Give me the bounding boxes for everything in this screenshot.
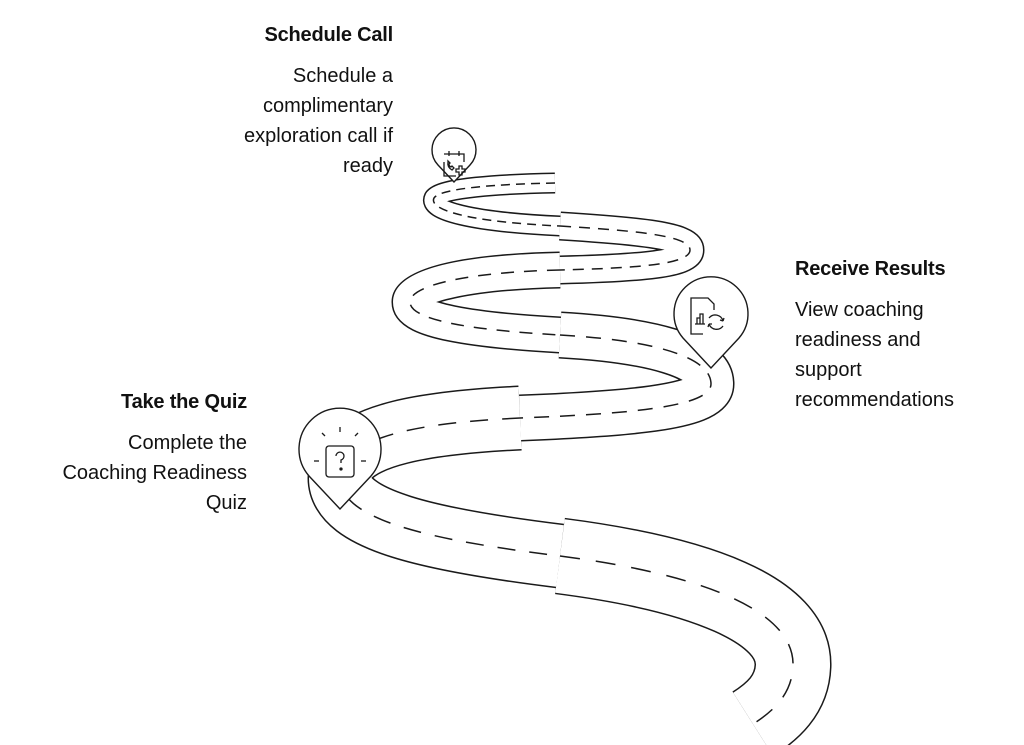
step-title: Schedule Call — [264, 24, 393, 46]
description-line: exploration call if — [244, 125, 393, 147]
pin-take-quiz[interactable] — [298, 407, 382, 511]
pin-schedule-call[interactable] — [431, 127, 477, 184]
step-description: View coaching readiness and support reco… — [795, 295, 1020, 415]
step-description: Schedule a complimentary exploration cal… — [153, 61, 393, 181]
description-line: Schedule a — [292, 65, 393, 87]
description-line: View coaching — [795, 299, 924, 321]
question-box-icon — [314, 427, 366, 478]
step-receive-results: Receive Results View coaching readiness … — [795, 258, 1020, 415]
description-line: readiness and — [795, 329, 921, 351]
step-schedule-call: Schedule Call Schedule a complimentary e… — [153, 24, 393, 181]
document-chart-refresh-icon — [690, 297, 725, 335]
road-surface — [393, 253, 561, 352]
road-surface — [424, 174, 561, 235]
description-line: support — [795, 359, 862, 381]
step-title: Take the Quiz — [121, 391, 247, 413]
calendar-phone-plus-icon — [443, 151, 466, 177]
pin-marker-outline — [673, 276, 749, 370]
description-line: Coaching Readiness — [62, 462, 247, 484]
description-line: Complete the — [128, 432, 247, 454]
road-surface — [559, 213, 703, 283]
description-line: ready — [342, 155, 393, 177]
road-surface — [555, 519, 830, 745]
road-center-dashes — [559, 555, 794, 725]
road-center-dashes — [409, 269, 561, 336]
pin-marker-outline — [431, 127, 477, 184]
road-body — [307, 172, 832, 745]
description-line: complimentary — [262, 95, 393, 117]
road-center-dashes — [432, 182, 561, 227]
road-center-dashes — [519, 334, 712, 419]
description-line: recommendations — [795, 389, 954, 411]
step-title: Receive Results — [795, 258, 946, 280]
step-take-quiz: Take the Quiz Complete the Coaching Read… — [7, 391, 247, 518]
pin-marker-outline — [298, 407, 382, 511]
step-description: Complete the Coaching Readiness Quiz — [7, 428, 247, 518]
description-line: Quiz — [205, 492, 247, 514]
road-center-dashes — [559, 225, 691, 271]
pin-receive-results[interactable] — [673, 276, 749, 370]
